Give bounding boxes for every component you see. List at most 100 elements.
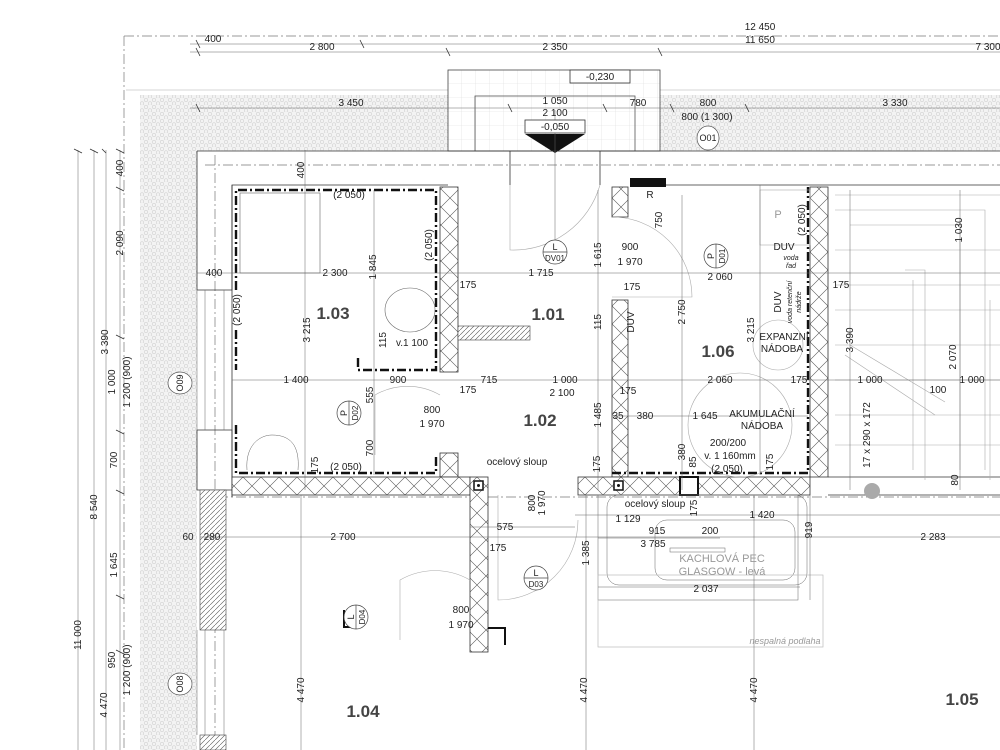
dimension-label: 2 300 [322,268,347,279]
dimension-label: 400 [205,34,222,45]
dimension-label: 175 [765,453,776,470]
dimension-label: 2 100 [542,108,567,119]
dimension-label: (2 050) [330,462,362,473]
dimension-label: 4 470 [579,677,590,702]
dimension-label: 1 000 [552,375,577,386]
annotation-accumulation-2: NÁDOBA [741,419,784,432]
dimension-label: (2 050) [333,190,365,201]
dimension-label: 380 [637,411,654,422]
dimension-label: 80 [950,474,961,486]
dimension-label: 2 060 [707,272,732,283]
level-mark: -0,230 [586,72,615,83]
dimension-label: 1 615 [593,242,604,267]
door-tag-code: D03 [529,580,544,589]
dimension-label: 1 715 [528,268,553,279]
annotation-duv-retention-1: voda retenční [787,280,794,323]
level-box [569,69,631,84]
dimension-label: 1 000 [959,375,984,386]
dimension-label: 3 785 [640,539,665,550]
annotation-p-mark: P [774,209,781,221]
window-tag [167,371,193,395]
dimension-label: 1 845 [368,254,379,279]
room-boundaries [234,187,810,475]
annotation-expansion-1: EXPANZNÍ [759,330,808,343]
dimension-label: 85 [688,456,699,468]
dimension-label: 1 400 [283,375,308,386]
dimension-label: 11 650 [745,35,775,46]
dimension-label: 175 [689,499,700,516]
dimension-label: 800 (1 300) [681,112,732,123]
dimension-label: 919 [804,521,815,538]
window-tag-label: O01 [699,133,716,143]
dimension-label: 12 450 [745,22,776,33]
dimension-label: 2 350 [542,42,567,53]
door-tag-code: D04 [358,609,367,624]
dimension-label: 3 450 [338,98,363,109]
annotation-duv-3: DUV [773,291,784,312]
dimension-label: 115 [593,314,604,330]
dimension-label: 1 200 (900) [122,644,133,695]
dimension-label: 175 [460,385,477,396]
dimension-label: 2 750 [677,299,688,324]
door-tag-side: P [339,410,349,416]
annotation-duv-1: DUV [626,311,637,332]
dimension-label: 11 000 [73,620,84,650]
dimension-label: 175 [310,456,321,473]
dimension-label: 800 [700,98,717,109]
dimension-label: 175 [592,455,603,472]
door-tag: L DV01 [542,239,568,265]
dimension-label: 950 [107,651,118,668]
door-tag-side: L [552,242,557,252]
dimension-label: 17 x 290 x 172 [862,402,873,468]
annotation-duv-water: voda [783,255,798,262]
dimension-label: 780 [630,98,647,109]
dimension-label: 200 [702,526,719,537]
level-mark: -0,050 [541,122,570,133]
annotation-r-mark: R [646,190,653,201]
dimension-label: 115 [378,332,389,348]
dimension-label: 1 385 [581,540,592,565]
annotation-steel-column-1: ocelový sloup [487,457,548,468]
dimension-label: 175 [791,375,808,386]
walls [231,186,1000,653]
washbasin [246,434,299,471]
dimension-label: 3 390 [100,329,111,354]
dimension-label: 2 060 [707,375,732,386]
dimension-label: 715 [481,375,498,386]
dimension-label: (2 050) [711,464,743,475]
door-tag-side: L [533,568,538,578]
dimension-label: 400 [296,161,307,178]
dimension-label: 750 [654,211,665,228]
door-tag-code: DV01 [545,254,566,263]
building-outline [196,150,1000,750]
distribution-box [630,178,666,187]
dimension-label: 1 420 [749,510,774,521]
dimension-label: 2 090 [115,230,126,255]
dimension-label: 3 215 [302,317,313,342]
dimension-label: 1 129 [615,514,640,525]
dimension-label: 900 [390,375,407,386]
dimension-label: 280 [204,532,221,543]
dimension-label: 400 [115,159,126,176]
dimension-label: (2 050) [424,229,435,261]
dimension-label: 575 [497,522,514,533]
annotation-duv-2: DUV [773,242,794,253]
level-box [524,119,586,134]
dimension-label: 800 [424,405,441,416]
dimension-label: (2 050) [797,204,808,236]
room-number: 1.04 [346,702,380,721]
annotation-duv-main: řad [786,263,797,270]
dimension-label: 1 970 [537,490,548,515]
annotation-floor-note: nespalná podlaha [749,636,820,646]
room-number: 1.01 [531,305,564,324]
toilet [384,287,436,333]
window-tag-label: O09 [175,374,185,391]
dimension-label: 1 970 [448,620,473,631]
dimension-label: v. 1 160mm [704,451,756,462]
dimension-label: v.1 100 [396,338,428,349]
dimension-label: 1 970 [617,257,642,268]
dimension-label: 4 470 [749,677,760,702]
dimension-label: 1 970 [419,419,444,430]
